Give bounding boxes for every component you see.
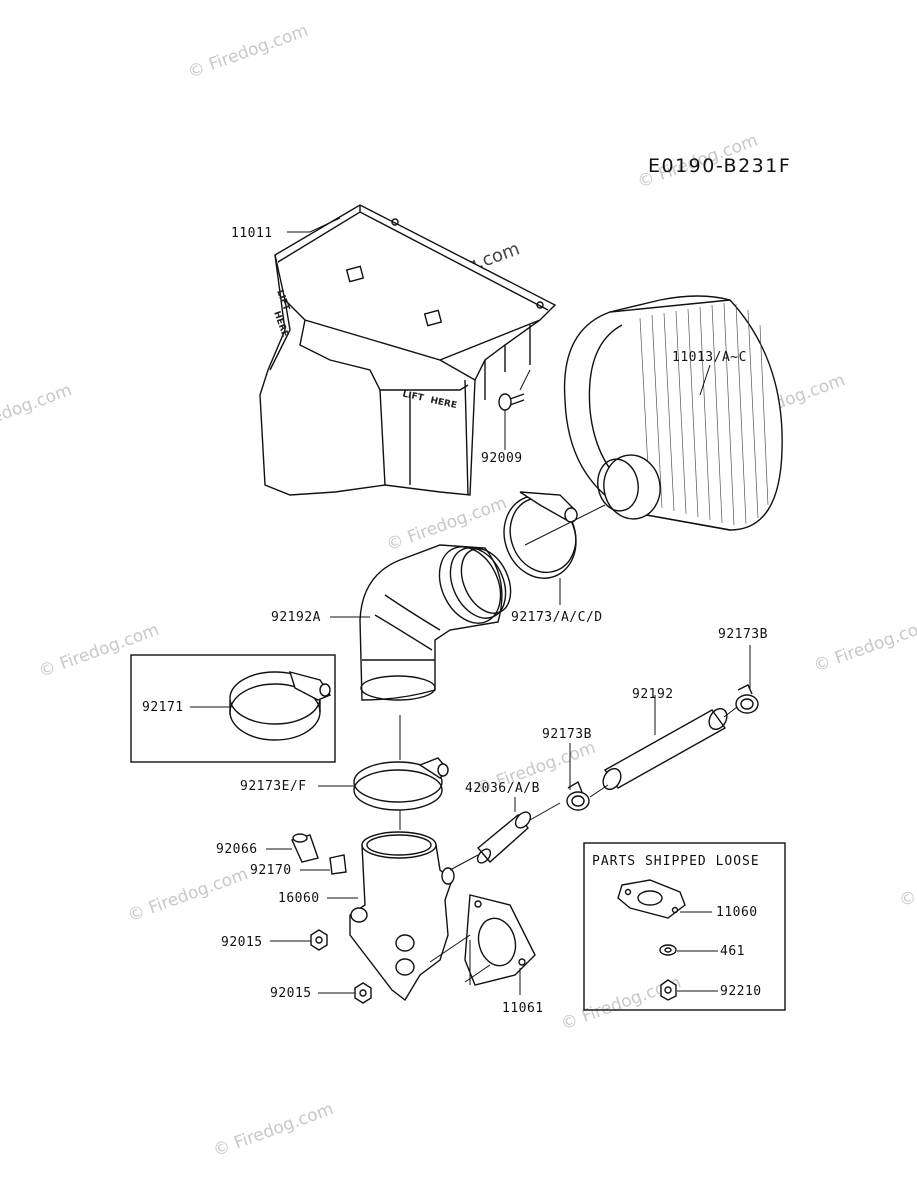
label-92192a: 92192A [271,610,321,625]
hose-clamp-92173b-mid [566,780,590,811]
label-92009: 92009 [481,451,523,466]
box-title: PARTS SHIPPED LOOSE [592,854,760,869]
watermark: © Firedog.com [125,864,251,926]
label-16060: 16060 [278,891,320,906]
leader-lines [190,217,751,995]
intake-pipe-16060 [349,831,455,1002]
label-92171: 92171 [142,700,184,715]
hose-clamp-92173ef [353,757,449,811]
label-92210: 92210 [720,984,762,999]
fitting-42036 [476,811,532,864]
label-11011: 11011 [231,226,273,241]
label-42036: 42036/A/B [465,781,540,796]
hose-92192 [602,707,728,791]
label-92173acd: 92173/A/C/D [511,610,603,625]
label-92066: 92066 [216,842,258,857]
diagram-code: E0190-B231F [648,155,791,177]
nut-92015-lower [354,982,372,1004]
parts-shipped-loose-box: PARTS SHIPPED LOOSE [583,842,786,1011]
label-92173b-mid: 92173B [542,727,592,742]
watermark: © Firedog.com [185,21,311,83]
watermark: © Firedog.com [811,614,917,676]
clamp-92171-box [130,654,336,763]
label-461: 461 [720,944,745,959]
watermark: © Firedog.com [211,1099,337,1161]
label-11061: 11061 [502,1001,544,1016]
label-92173b-top: 92173B [718,627,768,642]
watermark: © Firedog.com [0,380,75,442]
label-92170: 92170 [250,863,292,878]
watermark: © Firedog.com [897,849,917,911]
lift-here-stamp: LIFT [401,390,425,404]
gasket-11061 [464,894,536,986]
air-filter-element [563,295,783,531]
air-cleaner-cover: LIFT HERE LIFT HERE [259,204,557,496]
label-92015-lower: 92015 [270,986,312,1001]
hose-clamp-92173acd [503,491,578,579]
label-11013: 11013/A~C [672,350,747,365]
screw-92009 [498,393,525,411]
label-11060: 11060 [716,905,758,920]
fitting-92170 [329,854,347,875]
elbow-hose-92192a [359,544,512,701]
label-92192: 92192 [632,687,674,702]
watermark: © Firedog.com [36,620,162,682]
hose-clamp-92173b-upper [735,684,759,714]
nut-92015-upper [310,929,328,951]
label-92015-upper: 92015 [221,935,263,950]
label-92173ef: 92173E/F [240,779,307,794]
bolt-92066 [291,833,319,863]
